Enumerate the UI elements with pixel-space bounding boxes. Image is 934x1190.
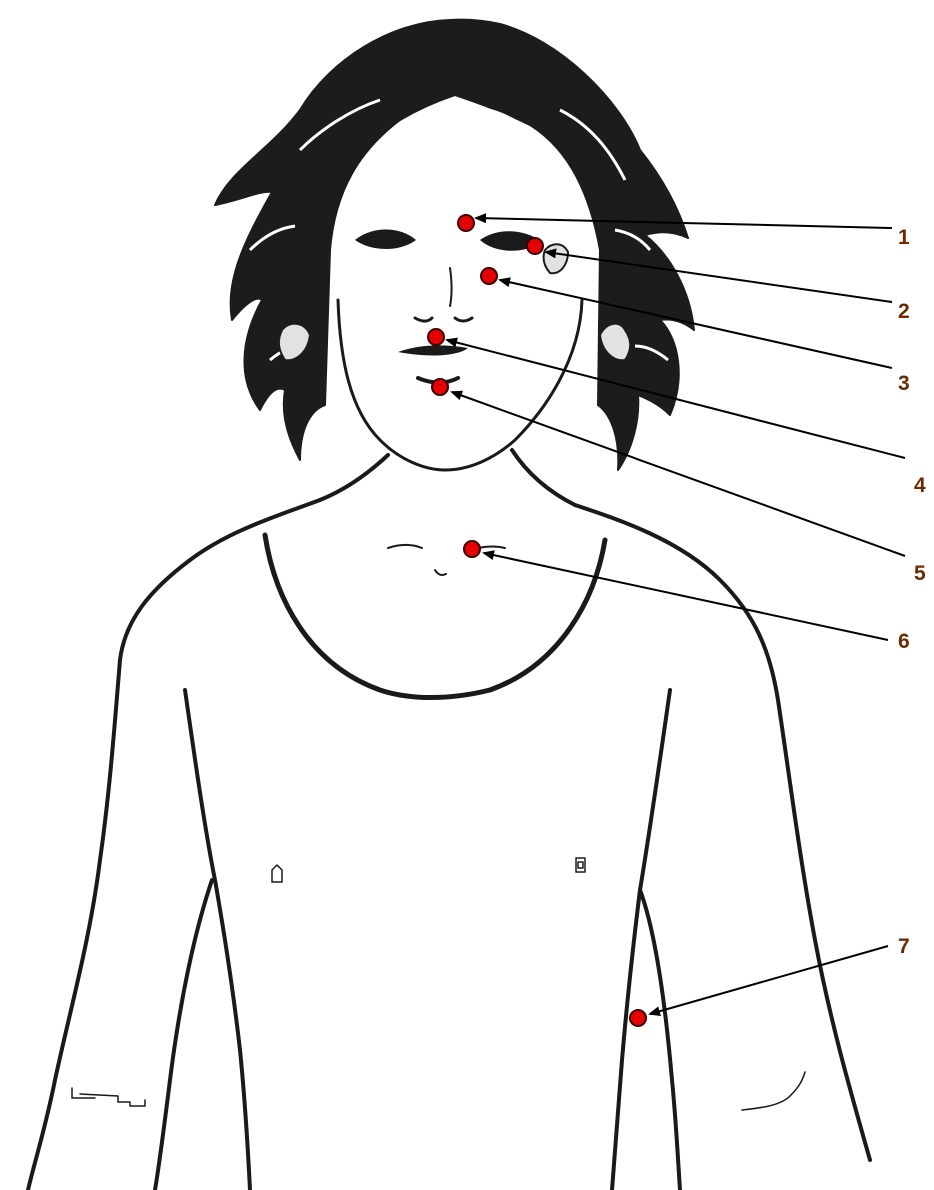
point-marker-7[interactable] (630, 1010, 646, 1026)
leader-line-7 (650, 946, 888, 1014)
point-marker-3[interactable] (481, 268, 497, 284)
leader-line-6 (484, 553, 888, 640)
leader-line-2 (546, 252, 892, 302)
point-label-2: 2 (898, 300, 910, 323)
point-label-4: 4 (914, 474, 926, 497)
point-marker-5[interactable] (432, 379, 448, 395)
neck-and-torso (28, 450, 870, 1190)
point-label-7: 7 (898, 935, 910, 958)
point-label-1: 1 (898, 226, 910, 249)
figure-illustration (28, 20, 870, 1190)
point-label-5: 5 (914, 562, 926, 585)
point-marker-1[interactable] (458, 215, 474, 231)
point-label-6: 6 (898, 630, 910, 653)
point-marker-4[interactable] (428, 329, 444, 345)
point-label-3: 3 (898, 372, 910, 395)
hair (215, 20, 694, 470)
leader-line-5 (452, 392, 905, 556)
point-marker-2[interactable] (527, 238, 543, 254)
point-labels: 1 2 3 4 5 6 7 (898, 226, 926, 958)
point-marker-6[interactable] (464, 541, 480, 557)
